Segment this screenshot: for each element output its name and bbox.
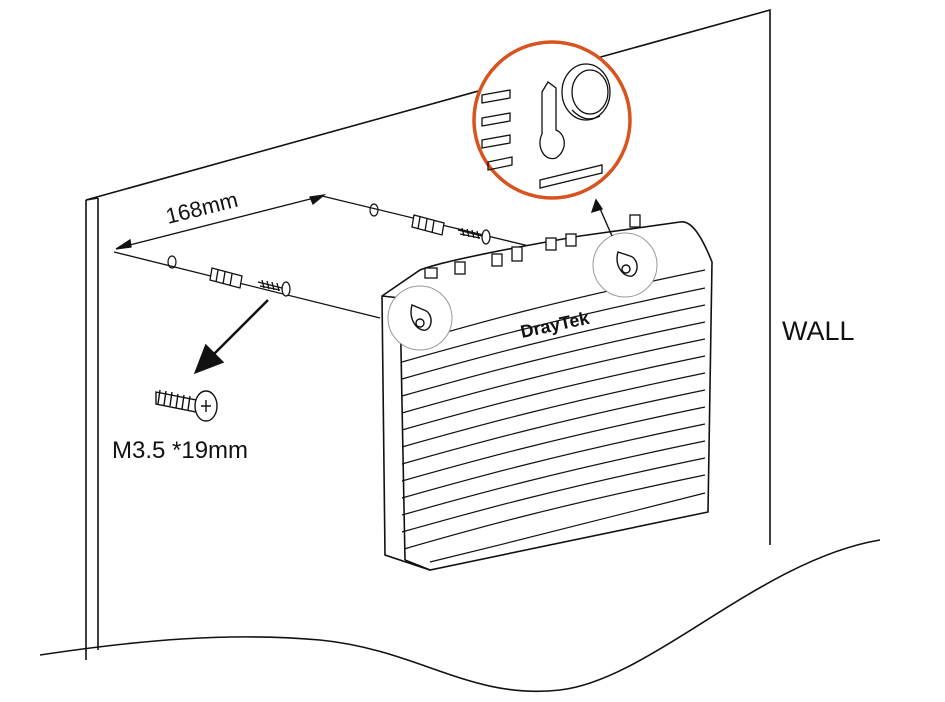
callout-arrow	[193, 299, 269, 375]
screw-icon	[155, 389, 218, 422]
wall-holes	[167, 203, 379, 269]
wall-anchor-icon	[209, 267, 243, 289]
screw-icon	[257, 279, 291, 297]
screw-spec-label: M3.5 *19mm	[112, 437, 248, 464]
wall-panel	[39, 8, 881, 693]
screw-icon	[457, 227, 491, 245]
wall-anchor-icon	[411, 214, 445, 236]
router-connectors	[424, 214, 641, 279]
router-device	[381, 221, 713, 571]
detail-view	[472, 40, 632, 200]
wall-label: WALL	[782, 316, 855, 346]
router-ribs	[401, 269, 706, 563]
detail-pointer	[590, 198, 613, 237]
keyhole-mount-icon	[410, 251, 638, 331]
distance-label: 168mm	[163, 187, 240, 229]
